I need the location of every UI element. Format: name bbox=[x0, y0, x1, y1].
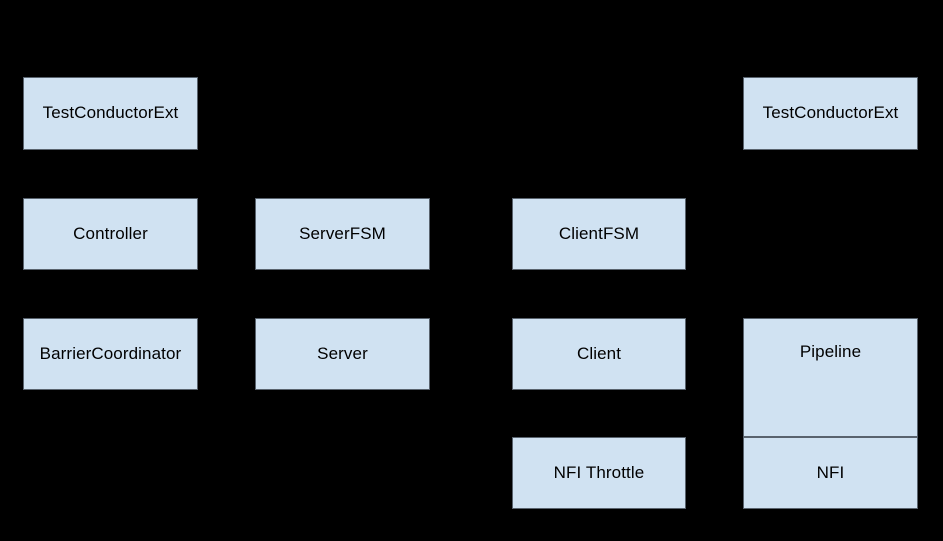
node-test-conductor-ext-left[interactable]: TestConductorExt bbox=[23, 77, 198, 150]
node-test-conductor-ext-right[interactable]: TestConductorExt bbox=[743, 77, 918, 150]
node-nfi-throttle[interactable]: NFI Throttle bbox=[512, 437, 686, 509]
node-barrier-coordinator[interactable]: BarrierCoordinator bbox=[23, 318, 198, 390]
node-pipeline[interactable]: Pipeline bbox=[743, 318, 918, 437]
node-client[interactable]: Client bbox=[512, 318, 686, 390]
node-label: TestConductorExt bbox=[42, 103, 179, 123]
node-server-fsm[interactable]: ServerFSM bbox=[255, 198, 430, 270]
node-server[interactable]: Server bbox=[255, 318, 430, 390]
node-controller[interactable]: Controller bbox=[23, 198, 198, 270]
node-label: Client bbox=[576, 343, 622, 363]
node-label: Pipeline bbox=[799, 342, 862, 361]
node-label: TestConductorExt bbox=[762, 103, 899, 123]
node-label: ClientFSM bbox=[558, 223, 640, 243]
node-nfi[interactable]: NFI bbox=[743, 437, 918, 509]
node-label: Controller bbox=[73, 223, 148, 243]
node-label: NFI Throttle bbox=[553, 462, 645, 482]
node-label: ServerFSM bbox=[299, 223, 386, 243]
node-label: NFI bbox=[816, 462, 845, 482]
node-label: BarrierCoordinator bbox=[39, 343, 182, 363]
node-label: Server bbox=[317, 343, 368, 363]
node-client-fsm[interactable]: ClientFSM bbox=[512, 198, 686, 270]
